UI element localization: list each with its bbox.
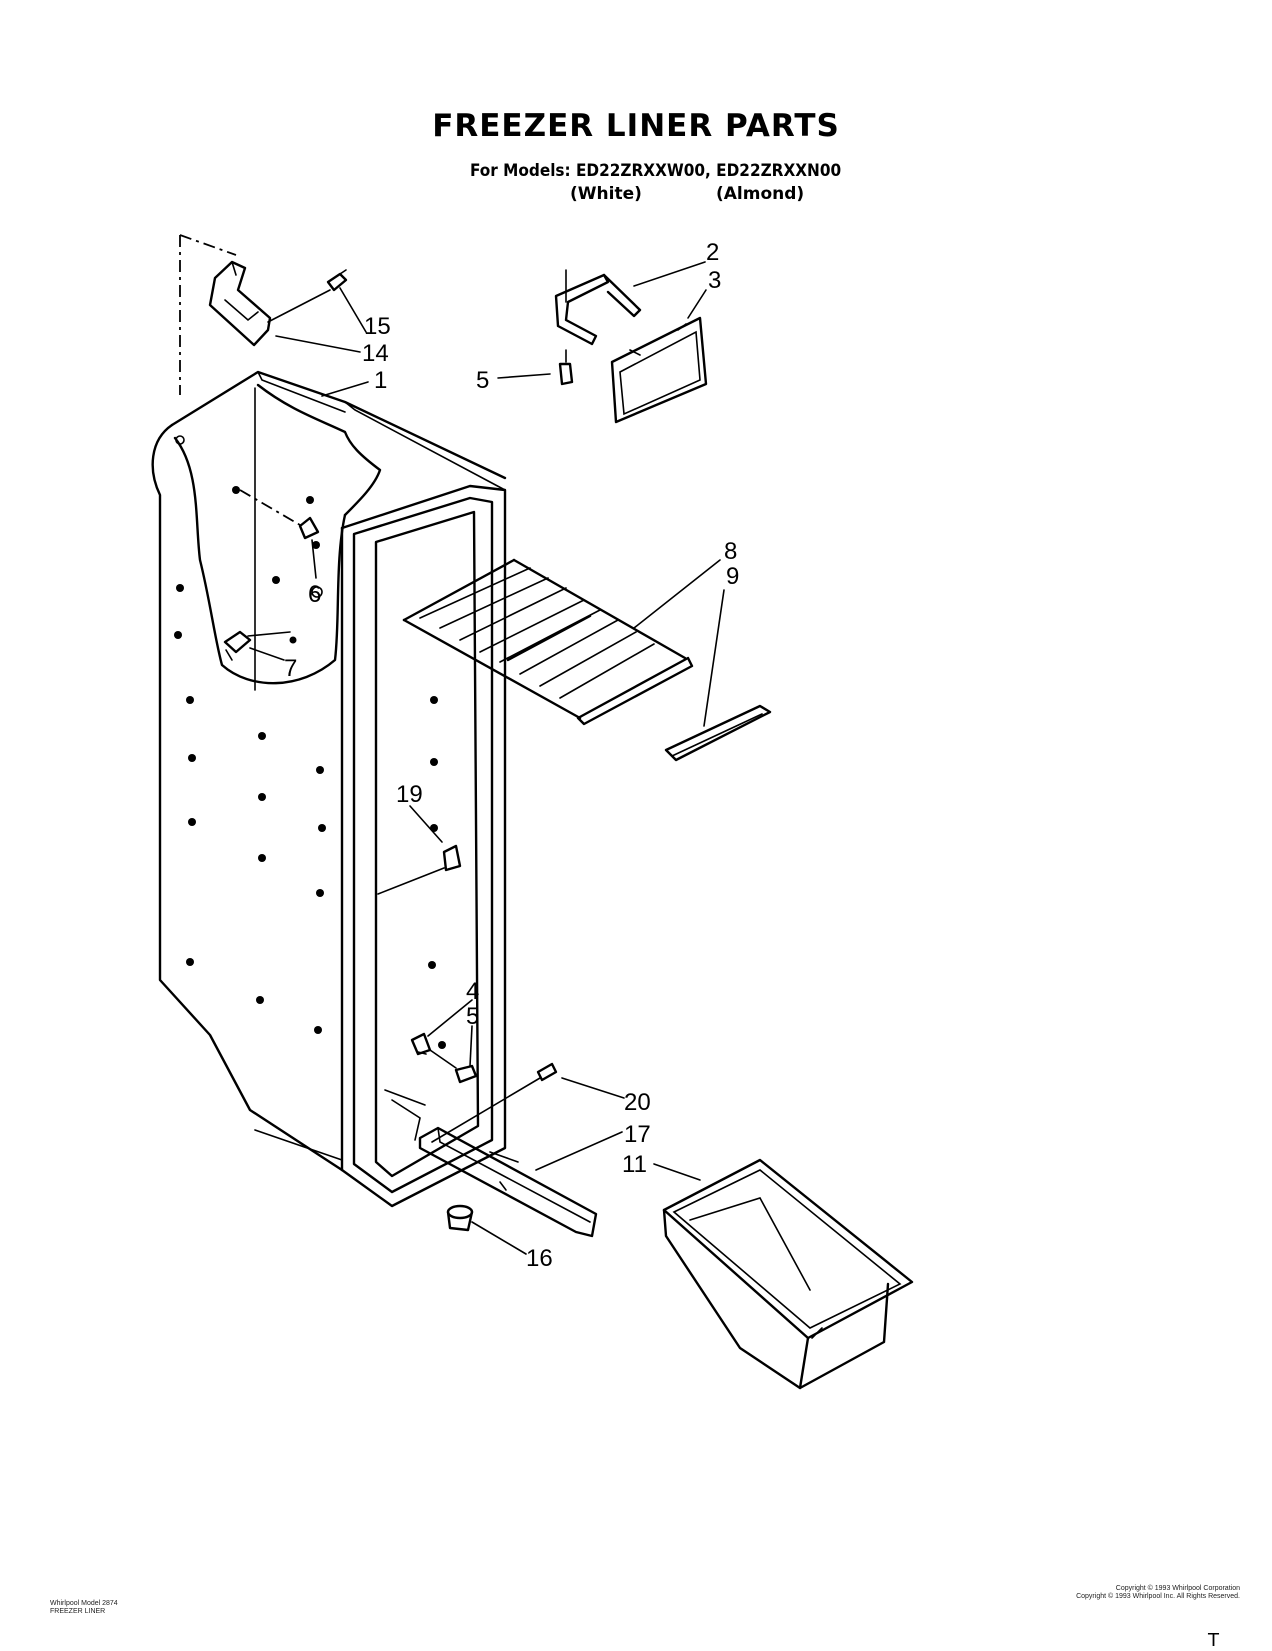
screw-part-5-lower bbox=[454, 1064, 478, 1084]
footer-model-info: Whirlpool Model 2874 FREEZER LINER bbox=[50, 1600, 118, 1616]
callout-3: 3 bbox=[708, 267, 721, 294]
variant-white-label: (White) bbox=[570, 184, 642, 204]
callout-8: 8 bbox=[724, 538, 737, 565]
bin-support-part-17 bbox=[418, 1126, 598, 1238]
clip-part-19 bbox=[377, 844, 462, 895]
footer-right-line-1: Copyright © 1993 Whirlpool Corporation bbox=[1115, 1585, 1240, 1592]
footer-left-line-2: FREEZER LINER bbox=[50, 1608, 106, 1615]
callout-17: 17 bbox=[624, 1121, 651, 1148]
page-title: FREEZER LINER PARTS bbox=[432, 108, 840, 144]
bracket-part-2 bbox=[554, 269, 642, 346]
callout-6: 6 bbox=[308, 581, 321, 608]
clip-part-4 bbox=[410, 1032, 432, 1056]
callout-14: 14 bbox=[362, 340, 389, 367]
footer-copyright: Copyright © 1993 Whirlpool Corporation C… bbox=[1040, 1585, 1240, 1601]
bin-part-11 bbox=[662, 1158, 914, 1390]
cap-part-16 bbox=[446, 1204, 474, 1232]
freezer-liner-part-1 bbox=[151, 370, 507, 1208]
footer-right-line-2: Copyright © 1993 Whirlpool Inc. All Righ… bbox=[1076, 1593, 1240, 1600]
models-line: For Models: ED22ZRXXW00, ED22ZRXXN00 bbox=[470, 161, 842, 181]
callout-5-top: 5 bbox=[476, 367, 489, 394]
footer-left-line-1: Whirlpool Model 2874 bbox=[50, 1600, 118, 1607]
variant-almond-label: (Almond) bbox=[716, 184, 805, 204]
wire-shelf-part-8 bbox=[402, 558, 694, 726]
callout-19: 19 bbox=[396, 781, 423, 808]
cover-part-3 bbox=[610, 316, 708, 424]
screw-part-20 bbox=[536, 1062, 558, 1082]
callout-9: 9 bbox=[726, 563, 739, 590]
callout-11: 11 bbox=[622, 1151, 647, 1178]
clip-part-6 bbox=[239, 489, 323, 598]
shelf-rail-part-9 bbox=[664, 704, 772, 762]
callout-5-lower: 5 bbox=[466, 1003, 479, 1030]
callout-16: 16 bbox=[526, 1245, 553, 1272]
clip-part-7 bbox=[223, 630, 291, 661]
callout-2: 2 bbox=[706, 239, 719, 266]
callouts: 2 3 5 15 14 1 7 6 8 9 19 4 5 20 17 11 16 bbox=[249, 239, 739, 1272]
screw-part-5-top bbox=[558, 349, 574, 386]
callout-15: 15 bbox=[364, 313, 391, 340]
page-mark: T bbox=[1208, 1630, 1219, 1651]
callout-20: 20 bbox=[624, 1089, 651, 1116]
screw-part-15 bbox=[326, 269, 348, 292]
bracket-part-14 bbox=[208, 260, 272, 347]
callout-4: 4 bbox=[466, 978, 479, 1005]
callout-7: 7 bbox=[284, 655, 297, 682]
callout-1: 1 bbox=[374, 367, 387, 394]
